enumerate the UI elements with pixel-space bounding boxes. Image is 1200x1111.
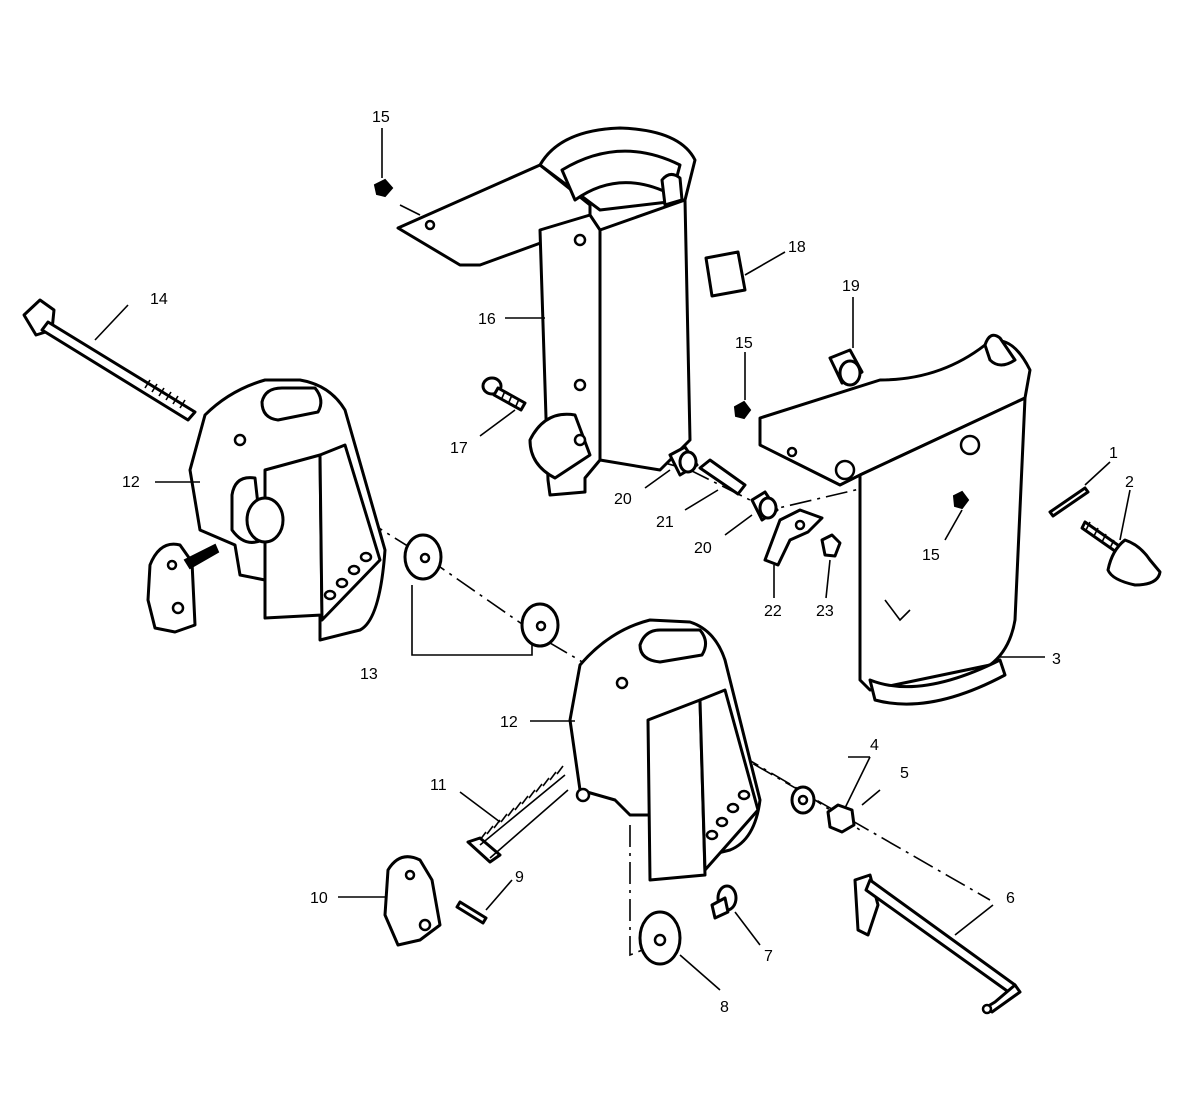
part-12-clamp-bracket-lower: [568, 618, 762, 882]
part-12-clamp-bracket-upper: [188, 378, 387, 642]
part-13-washers: [403, 533, 560, 648]
callout-15-lower: 15: [922, 547, 940, 564]
part-9-pin: [455, 900, 488, 925]
part-23-nut: [820, 533, 842, 558]
callout-18: 18: [788, 239, 806, 256]
part-20-bushing-lower: [750, 490, 779, 522]
part-20-bushing-upper: [668, 445, 699, 477]
callout-13: 13: [360, 666, 378, 683]
clamp-handle-upper: [146, 542, 220, 634]
part-18-pad: [704, 250, 747, 298]
callout-5: 5: [900, 765, 909, 782]
part-6-tilt-pin: [853, 873, 1022, 1015]
part-19-bushing: [828, 348, 864, 387]
part-2-thumb-screw: [1080, 520, 1162, 587]
callout-2: 2: [1125, 474, 1134, 491]
part-7-screw: [710, 884, 738, 920]
callout-23: 23: [816, 603, 834, 620]
part-11-spring: [466, 765, 569, 864]
callout-labels: 1 2 3 4 5 6 7 8 9 10 11 12 12 13 14 15 1…: [122, 109, 1134, 1016]
callout-6: 6: [1006, 890, 1015, 907]
callout-15-top: 15: [372, 109, 390, 126]
part-15-grease-fitting-middle: [733, 400, 752, 420]
callout-15-middle: 15: [735, 335, 753, 352]
part-22-lock-lever: [763, 508, 824, 567]
callout-3: 3: [1052, 651, 1061, 668]
callout-4: 4: [870, 737, 879, 754]
part-16-swivel-bracket: [396, 126, 697, 497]
callout-17: 17: [450, 440, 468, 457]
leader-lines: [94, 128, 1131, 991]
part-14-clamp-screw: [22, 298, 197, 422]
callout-7: 7: [764, 948, 773, 965]
callout-12-lower: 12: [500, 714, 518, 731]
callout-9: 9: [515, 869, 524, 886]
callout-19: 19: [842, 278, 860, 295]
part-3-swivel-housing: [758, 333, 1032, 706]
callout-11: 11: [430, 777, 447, 794]
callout-10: 10: [310, 890, 328, 907]
callout-8: 8: [720, 999, 729, 1016]
callout-20-upper: 20: [614, 491, 632, 508]
callout-14: 14: [150, 291, 168, 308]
part-4-washer: [790, 785, 816, 815]
callout-20-lower: 20: [694, 540, 712, 557]
part-8-washer: [638, 910, 682, 966]
part-21-sleeve: [698, 458, 747, 496]
callout-1: 1: [1109, 445, 1118, 462]
part-10-clamp-handle: [383, 855, 442, 947]
part-5-nut: [826, 803, 856, 834]
part-15-grease-fitting-lower: [952, 490, 970, 510]
part-17-screw: [481, 376, 527, 412]
callout-12-upper: 12: [122, 474, 140, 491]
callout-22: 22: [764, 603, 782, 620]
callout-16: 16: [478, 311, 496, 328]
callout-21: 21: [656, 514, 674, 531]
part-1-pin: [1048, 486, 1090, 518]
part-15-grease-fitting-top: [373, 178, 394, 198]
